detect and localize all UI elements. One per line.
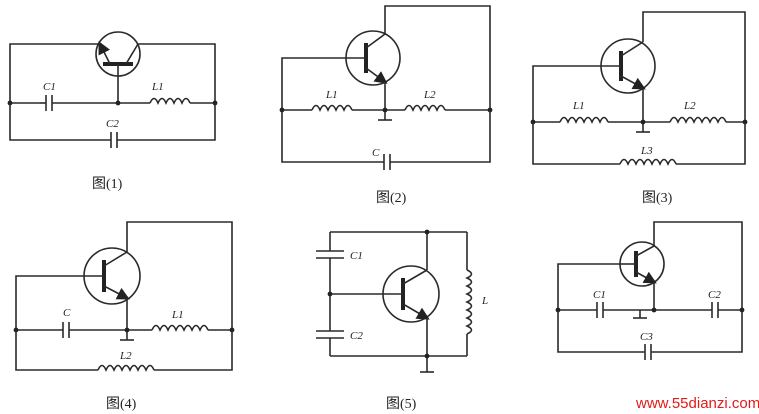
label-l2: L2 [119,350,132,362]
label-l1: L1 [325,89,338,101]
label-l: L [481,295,488,307]
figure-4-circuit: C L1 L2 图(4) [13,221,235,412]
transistor-symbol [619,241,665,287]
inductor-l1 [151,324,209,332]
figure-3-circuit: L1 L2 L3 图(3) [530,11,748,206]
label-l1: L1 [171,309,184,321]
label-l1: L1 [572,100,585,112]
inductor-l1 [311,104,353,112]
capacitor-c2 [711,302,719,318]
label-c: C [63,307,71,319]
label-l2: L2 [423,89,436,101]
capacitor-c2 [316,330,344,339]
transistor-symbol [95,31,141,103]
inductor-l [465,269,473,335]
figure-4-caption: 图(4) [106,397,137,412]
label-c2: C2 [708,289,721,301]
label-c3: C3 [640,331,653,343]
label-l1: L1 [151,81,164,93]
label-l3: L3 [640,145,653,157]
transistor-symbol [345,30,401,86]
capacitor-c3 [644,344,652,360]
capacitor-c2 [110,132,118,148]
label-c2: C2 [350,330,363,342]
label-c1: C1 [43,81,56,93]
figure-6-circuit: C1 C2 C3 [555,221,745,360]
figure-2-caption: 图(2) [376,191,407,206]
transistor-symbol [83,247,141,305]
figure-5-caption: 图(5) [386,397,417,412]
inductor-l2 [97,364,155,372]
label-c1: C1 [593,289,606,301]
transistor-symbol [600,38,656,94]
label-c: C [372,147,380,159]
inductor-l1 [149,97,191,105]
inductor-l3 [619,158,677,166]
figure-1-caption: 图(1) [92,177,123,192]
capacitor-c1 [316,250,344,259]
capacitor-c1 [596,302,604,318]
figure-3-caption: 图(3) [642,191,673,206]
capacitor-c [383,154,391,170]
inductor-l1 [559,116,609,124]
inductor-l2 [669,116,727,124]
label-c2: C2 [106,118,119,130]
label-l2: L2 [683,100,696,112]
figure-5-circuit: C1 C2 L 图(5) [316,229,488,412]
capacitor-c [62,322,70,338]
label-c1: C1 [350,250,363,262]
inductor-l2 [404,104,446,112]
capacitor-c1 [45,95,53,111]
watermark-text: www.55dianzi.com [635,395,759,412]
transistor-symbol [330,265,440,323]
figure-2-circuit: L1 L2 C 图(2) [279,5,493,206]
figure-1-circuit: C1 L1 C2 图(1) [7,31,218,192]
